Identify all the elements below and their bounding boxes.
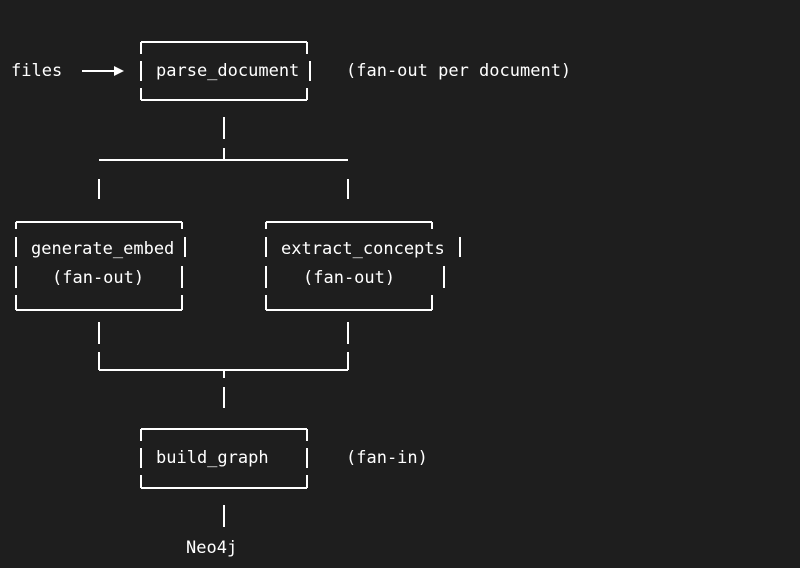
files-label: files [11,61,63,81]
build-graph-note: (fan-in) [346,448,428,468]
parse-document-label: parse_document [156,61,300,81]
neo4j-label: Neo4j [186,538,238,558]
files-arrow [82,66,124,76]
extract-concepts-box [265,221,461,311]
generate-embed-label: generate_embed [31,239,175,259]
parse-document-box [140,41,311,101]
merge-connector [98,322,349,408]
extract-concepts-sublabel: (fan-out) [303,268,396,288]
generate-embed-box [15,221,186,311]
build-graph-label: build_graph [156,448,269,468]
generate-embed-sublabel: (fan-out) [52,268,145,288]
extract-concepts-label: extract_concepts [281,239,445,259]
parse-to-split-connector [98,117,349,199]
build-graph-box [140,428,308,489]
parse-document-note: (fan-out per document) [346,61,572,81]
